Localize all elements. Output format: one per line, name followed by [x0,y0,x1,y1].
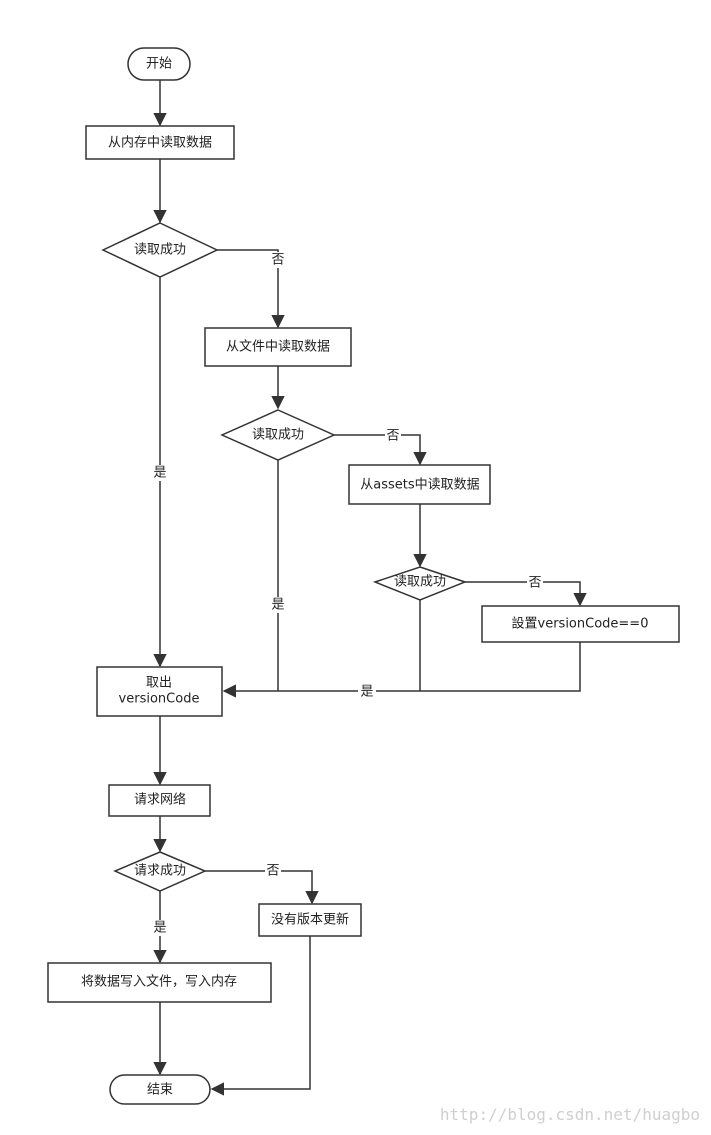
read-memory-label: 从内存中读取数据 [108,135,212,151]
decision-request-diamond [113,851,207,892]
decision-file-label: 读取成功 [252,428,304,443]
decision-memory-diamond [101,222,219,278]
read-assets-box [348,464,491,505]
edge-file-no [334,434,427,466]
no-update-box [258,903,362,937]
decision-request-label: 请求成功 [134,864,186,879]
watermark: http://blog.csdn.net/huagbo [440,1105,700,1124]
read-file-label: 从文件中读取数据 [226,340,330,355]
memory-yes-label: 是 [153,466,166,481]
edge-request-no [205,870,319,905]
assets-no-label: 否 [528,576,541,591]
edge-set-zero-merge [222,642,581,698]
fetch-version-label-line2: versionCode [119,692,200,707]
write-data-label: 将数据写入文件，写入内存 [81,974,237,990]
edge-memory-no [217,249,285,329]
decision-file-diamond [220,409,336,461]
read-assets-label: 从assets中读取数据 [360,478,479,493]
file-no-label: 否 [386,429,399,444]
no-update-label: 没有版本更新 [271,912,349,928]
decision-memory-label: 读取成功 [134,243,186,258]
end-label: 结束 [147,1083,173,1098]
decision-assets-diamond [372,566,468,601]
start-terminal [127,47,191,81]
memory-no-label: 否 [271,253,284,268]
set-version-zero-box [481,605,680,643]
set-version-zero-label: 設置versionCode==0 [512,616,649,632]
edge-assets-no [465,581,587,607]
request-network-box [108,784,211,817]
fetch-version-label-line1: 取出 [146,676,172,691]
write-data-box [47,962,272,1003]
file-yes-label: 是 [271,598,284,613]
fetch-version-box [96,666,223,717]
read-memory-box [85,125,235,160]
read-file-box [204,327,352,367]
decision-assets-label: 读取成功 [394,575,446,590]
request-no-label: 否 [266,864,279,879]
request-yes-label: 是 [153,921,166,936]
edge-no-update-to-end [210,936,311,1096]
start-label: 开始 [146,57,172,72]
assets-yes-label: 是 [360,685,373,700]
end-terminal [109,1074,211,1105]
request-network-label: 请求网络 [134,792,186,808]
